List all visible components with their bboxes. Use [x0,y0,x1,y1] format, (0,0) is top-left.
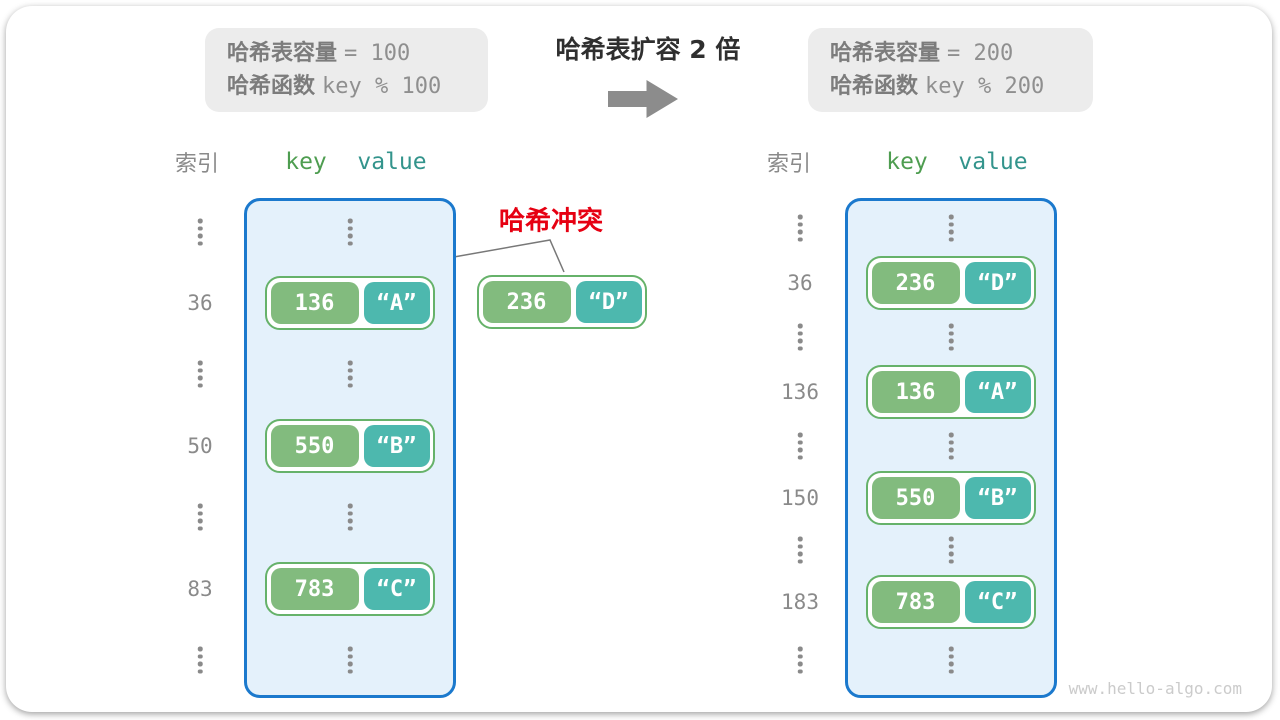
diagram-frame [6,6,1272,712]
right-key-header: key [886,149,928,175]
value-cell: “B” [363,425,430,467]
index-label: 36 [187,291,213,315]
right-capacity-line: 哈希表容量 = 200 [830,40,1093,66]
ellipsis [948,323,954,351]
kv-pair-550-B: 550 “B” [866,471,1036,525]
ellipsis [797,214,803,242]
key-cell: 783 [270,568,359,610]
index-label: 150 [781,486,819,510]
key-cell: 236 [871,262,960,304]
collision-label: 哈希冲突 [498,206,604,237]
key-cell: 550 [270,425,359,467]
hash-function-label: 哈希函数 [830,73,919,99]
hash-function-label: 哈希函数 [227,73,316,99]
key-cell: 136 [270,282,359,324]
right-value-header: value [958,149,1028,175]
ellipsis [197,503,203,531]
kv-pair-136-A: 136 “A” [265,276,435,330]
kv-pair-783-C: 783 “C” [866,575,1036,629]
kv-pair-236-D-colliding: 236 “D” [477,275,647,329]
left-value-header: value [357,149,427,175]
hash-function-value: key % 200 [925,73,1045,99]
ellipsis [948,646,954,674]
capacity-value: = 100 [344,40,411,66]
value-cell: “C” [363,568,430,610]
watermark: www.hello-algo.com [1068,679,1242,698]
ellipsis [197,218,203,246]
hash-function-value: key % 100 [322,73,442,99]
ellipsis [797,323,803,351]
value-cell: “D” [964,262,1031,304]
ellipsis [797,432,803,460]
left-capacity-box: 哈希表容量 = 100 哈希函数 key % 100 [205,28,488,112]
key-cell: 136 [871,371,960,413]
ellipsis [948,432,954,460]
index-label: 50 [187,434,213,458]
value-cell: “C” [964,581,1031,623]
kv-pair-550-B: 550 “B” [265,419,435,473]
key-cell: 783 [871,581,960,623]
kv-pair-236-D: 236 “D” [866,256,1036,310]
index-label: 83 [187,577,213,601]
ellipsis [197,360,203,388]
right-hashfn-line: 哈希函数 key % 200 [830,73,1093,99]
capacity-label: 哈希表容量 [227,40,338,66]
diagram-title: 哈希表扩容 2 倍 [555,35,741,64]
index-label: 183 [781,590,819,614]
capacity-value: = 200 [947,40,1014,66]
capacity-label: 哈希表容量 [830,40,941,66]
left-capacity-line: 哈希表容量 = 100 [227,40,488,66]
right-index-header: 索引 [766,152,812,177]
ellipsis [797,536,803,564]
value-cell: “A” [964,371,1031,413]
right-arrow-icon [608,80,678,118]
ellipsis [948,536,954,564]
key-cell: 550 [871,477,960,519]
index-label: 36 [787,271,813,295]
right-capacity-box: 哈希表容量 = 200 哈希函数 key % 200 [808,28,1093,112]
ellipsis [197,646,203,674]
value-cell: “A” [363,282,430,324]
ellipsis [347,360,353,388]
index-label: 136 [781,380,819,404]
key-cell: 236 [482,281,571,323]
ellipsis [797,646,803,674]
left-index-header: 索引 [174,152,220,177]
value-cell: “D” [575,281,642,323]
ellipsis [347,646,353,674]
value-cell: “B” [964,477,1031,519]
left-key-header: key [285,149,327,175]
ellipsis [347,503,353,531]
left-hashfn-line: 哈希函数 key % 100 [227,73,488,99]
ellipsis [948,214,954,242]
kv-pair-136-A: 136 “A” [866,365,1036,419]
ellipsis [347,218,353,246]
kv-pair-783-C: 783 “C” [265,562,435,616]
